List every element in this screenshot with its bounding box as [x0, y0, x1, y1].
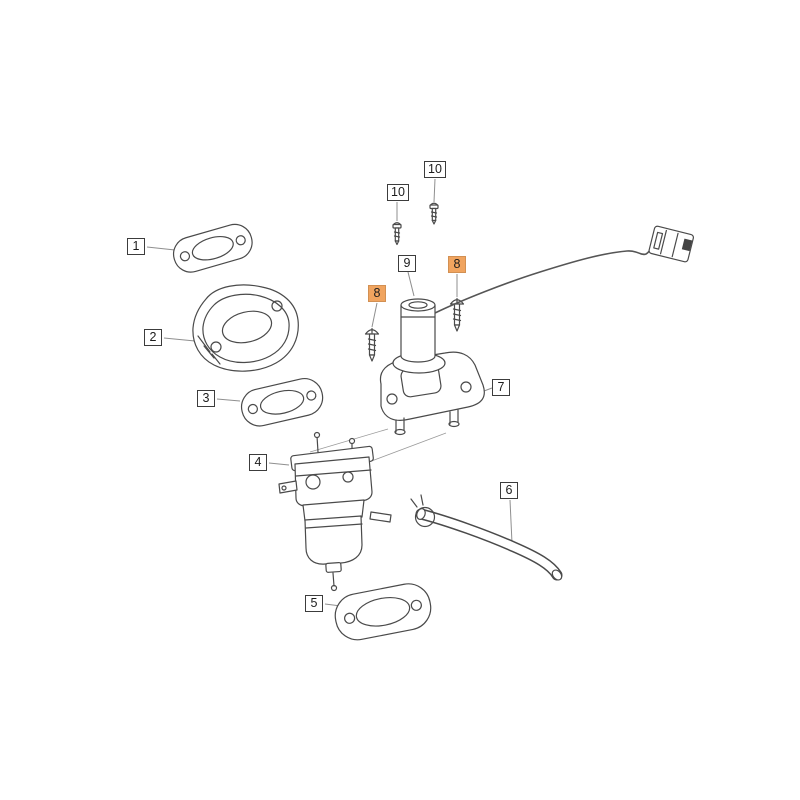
part-5-bowl-gasket: [334, 583, 432, 641]
callout-3: 3: [197, 390, 215, 407]
callout-10-left: 10: [387, 184, 409, 201]
callout-6: 6: [500, 482, 518, 499]
callout-10-right: 10: [424, 161, 446, 178]
part-10-screw-right: [429, 202, 439, 225]
part-1-intake-gasket: [172, 223, 253, 273]
callout-5: 5: [305, 595, 323, 612]
callout-1: 1: [127, 238, 145, 255]
part-10-screw-left: [392, 222, 402, 246]
callout-9: 9: [398, 255, 416, 272]
part-4-carburetor: [278, 431, 392, 592]
part-9-solenoid: [392, 298, 446, 374]
part-2-insulator: [192, 284, 299, 372]
callout-8-right: 8: [448, 256, 466, 273]
callout-7: 7: [492, 379, 510, 396]
callout-8-left: 8: [368, 285, 386, 302]
wire-connector: [648, 225, 694, 263]
callout-2: 2: [144, 329, 162, 346]
part-8-screw-left: [364, 327, 380, 362]
part-3-gasket: [240, 378, 324, 427]
callout-4: 4: [249, 454, 267, 471]
solenoid-wire: [434, 246, 654, 314]
part-6-fuel-hose: [410, 494, 563, 581]
